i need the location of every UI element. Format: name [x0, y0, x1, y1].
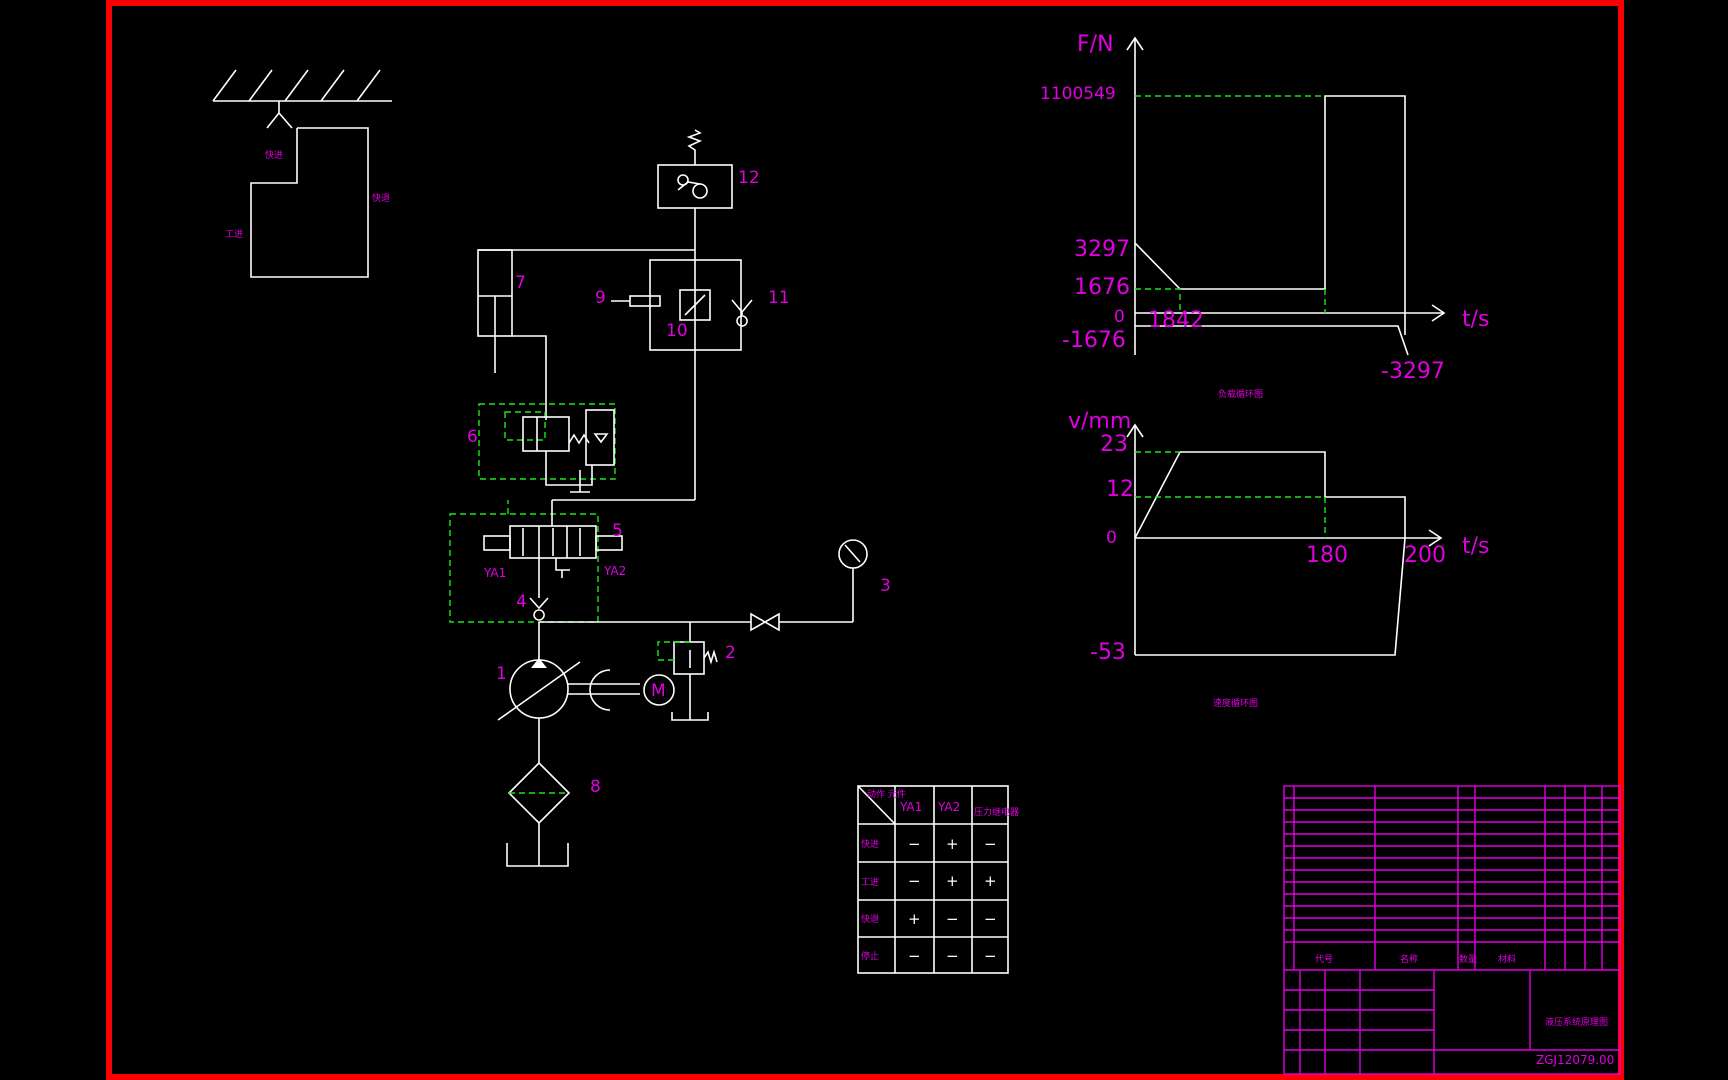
table-header-ya1: YA1: [899, 800, 922, 814]
sketch-label-b: 工进: [225, 229, 243, 240]
velocity-tick-180: 180: [1306, 543, 1348, 568]
force-ylabel: F/N: [1077, 32, 1114, 57]
force-tick-1842: 1842: [1148, 308, 1204, 333]
label-5: 5: [612, 521, 623, 541]
table-header-ya2: YA2: [937, 800, 960, 814]
label-8: 8: [590, 777, 601, 797]
table-cell: +: [908, 910, 921, 928]
table-cell: −: [984, 947, 997, 965]
table-cell: +: [946, 835, 959, 853]
table-cell: −: [946, 910, 959, 928]
force-chart-caption: 负载循环图: [1218, 388, 1263, 400]
title-col-no: 代号: [1315, 954, 1333, 965]
force-tick-minus-3297: -3297: [1381, 359, 1445, 384]
hydraulic-circuit: M 1 2 3 4 5 6 7 8 9 10 11 12 YA1 YA2: [449, 129, 891, 867]
title-col-name: 名称: [1400, 953, 1418, 965]
label-6: 6: [467, 427, 478, 447]
velocity-chart: v/mm t/s 23 12 0 -53 180 200 速度循环图: [1068, 409, 1490, 709]
table-cell: −: [984, 835, 997, 853]
table-cell: −: [908, 872, 921, 890]
table-row-label: 快退: [861, 913, 879, 925]
motor-label: M: [651, 681, 666, 701]
action-table: 动作 元件 YA1 YA2 压力继电器 快进 − + − 工进 − + + 快退…: [857, 785, 1019, 974]
electric-motor: [643, 674, 675, 706]
table-cell: +: [984, 872, 997, 890]
label-ya2: YA2: [603, 564, 626, 578]
label-7: 7: [515, 273, 526, 293]
title-col-qty: 数量: [1459, 953, 1477, 965]
table-header-relay: 压力继电器: [974, 806, 1019, 818]
label-ya1: YA1: [483, 566, 506, 580]
pressure-gauge-3: [838, 539, 868, 569]
table-cell: −: [908, 947, 921, 965]
label-9: 9: [595, 288, 606, 308]
velocity-tick-0: 0: [1106, 528, 1117, 548]
table-cell: −: [984, 910, 997, 928]
velocity-xlabel: t/s: [1462, 534, 1490, 559]
relief-valve-2: [673, 641, 705, 675]
force-tick-minus-1676: -1676: [1062, 328, 1126, 353]
velocity-ylabel: v/mm: [1068, 409, 1131, 434]
table-cell: −: [946, 947, 959, 965]
drawing-frame: [106, 0, 1624, 1080]
label-4: 4: [516, 592, 527, 612]
label-12: 12: [738, 168, 760, 188]
force-chart: F/N t/s 1100549 3297 1676 0 -1676 1842 -…: [1040, 32, 1490, 400]
velocity-tick-minus-53: -53: [1090, 640, 1126, 665]
sketch-label-c: 快退: [372, 192, 390, 204]
velocity-chart-caption: 速度循环图: [1213, 697, 1258, 709]
title-col-material: 材料: [1498, 953, 1516, 965]
title-block: 代号 名称 数量 材料 液压系统原理图 ZGJ12079.00: [1283, 785, 1621, 1075]
table-cell: −: [908, 835, 921, 853]
label-10: 10: [666, 321, 688, 341]
label-1: 1: [496, 664, 507, 684]
workpiece-sketch: 快进 工进 快退: [212, 69, 392, 278]
velocity-tick-12: 12: [1106, 477, 1134, 502]
variable-pump-1: [509, 659, 569, 719]
table-cell: +: [946, 872, 959, 890]
velocity-tick-23: 23: [1100, 432, 1128, 457]
table-row-label: 停止: [861, 950, 879, 962]
force-tick-1100549: 1100549: [1040, 84, 1116, 104]
label-3: 3: [880, 576, 891, 596]
force-tick-3297: 3297: [1074, 237, 1130, 262]
label-2: 2: [725, 643, 736, 663]
sketch-label-a: 快进: [265, 149, 283, 161]
label-11: 11: [768, 288, 790, 308]
drawing-number: ZGJ12079.00: [1536, 1053, 1614, 1067]
table-corner: 动作 元件: [867, 788, 906, 800]
table-row-label: 工进: [861, 877, 879, 888]
force-tick-0: 0: [1114, 307, 1125, 327]
force-xlabel: t/s: [1462, 307, 1490, 332]
table-row-label: 快进: [861, 838, 879, 850]
velocity-tick-200: 200: [1404, 543, 1446, 568]
drawing-title: 液压系统原理图: [1545, 1016, 1608, 1028]
force-tick-1676: 1676: [1074, 275, 1130, 300]
